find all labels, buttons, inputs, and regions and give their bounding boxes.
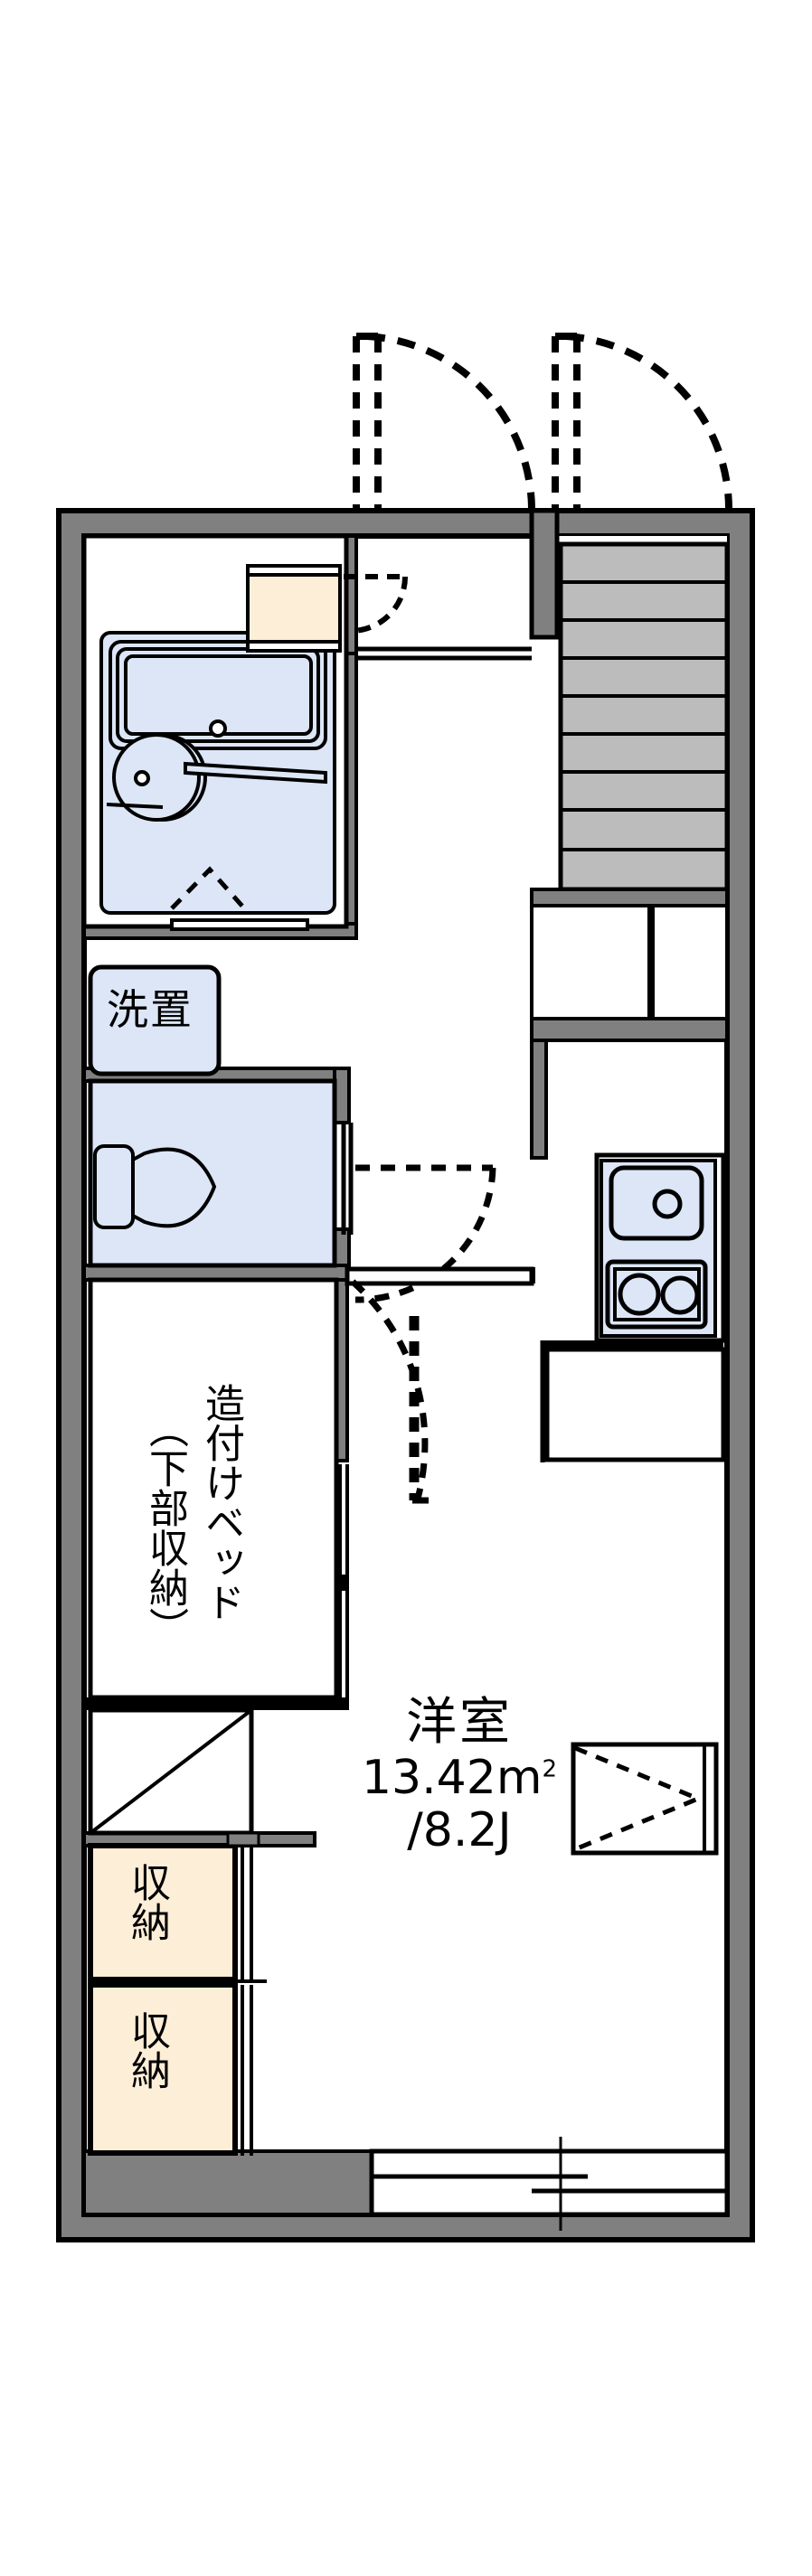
washing-machine-space <box>88 964 222 1076</box>
kitchen <box>543 1152 726 1462</box>
built-in-bed-area <box>88 1277 339 1700</box>
room-name: 洋室 <box>406 1693 513 1752</box>
built-in-bed-label: 造付けベッド <box>198 1383 244 1622</box>
unit-bath <box>81 533 349 931</box>
storage-upper-label: 収納 <box>124 1862 170 1941</box>
bed-partition <box>338 1464 349 1704</box>
stair-landing-walls <box>530 888 729 1042</box>
hall-divider-line <box>356 646 532 661</box>
room-area-sqm: 13.42m <box>361 1751 543 1805</box>
room-window-east <box>571 1742 719 1856</box>
closet-diagonal <box>88 1707 254 1836</box>
room-area: 13.42m2 <box>351 1752 568 1804</box>
vanity-cabinet <box>246 564 342 653</box>
room-area-sup: 2 <box>542 1755 558 1783</box>
washer-label: 洗置 <box>107 985 194 1034</box>
toilet-room <box>88 1078 337 1268</box>
under-storage-label: （下部収納） <box>142 1408 188 1647</box>
room-area-jo: /8.2J <box>407 1803 512 1858</box>
entrance-door-right <box>552 333 732 511</box>
storage-lower-label: 収納 <box>124 2010 170 2090</box>
entrance-door-left <box>353 333 535 511</box>
room-entry-door <box>345 1266 534 1504</box>
storage-boxes <box>88 1831 267 2156</box>
bath-door <box>344 574 408 634</box>
room-label-group: 洋室 13.42m2 /8.2J <box>351 1697 568 1857</box>
toilet-door <box>341 1123 496 1303</box>
kitchen-jamb <box>530 1039 548 1462</box>
staircase <box>557 536 730 892</box>
balcony-sliding-window <box>369 2137 730 2231</box>
